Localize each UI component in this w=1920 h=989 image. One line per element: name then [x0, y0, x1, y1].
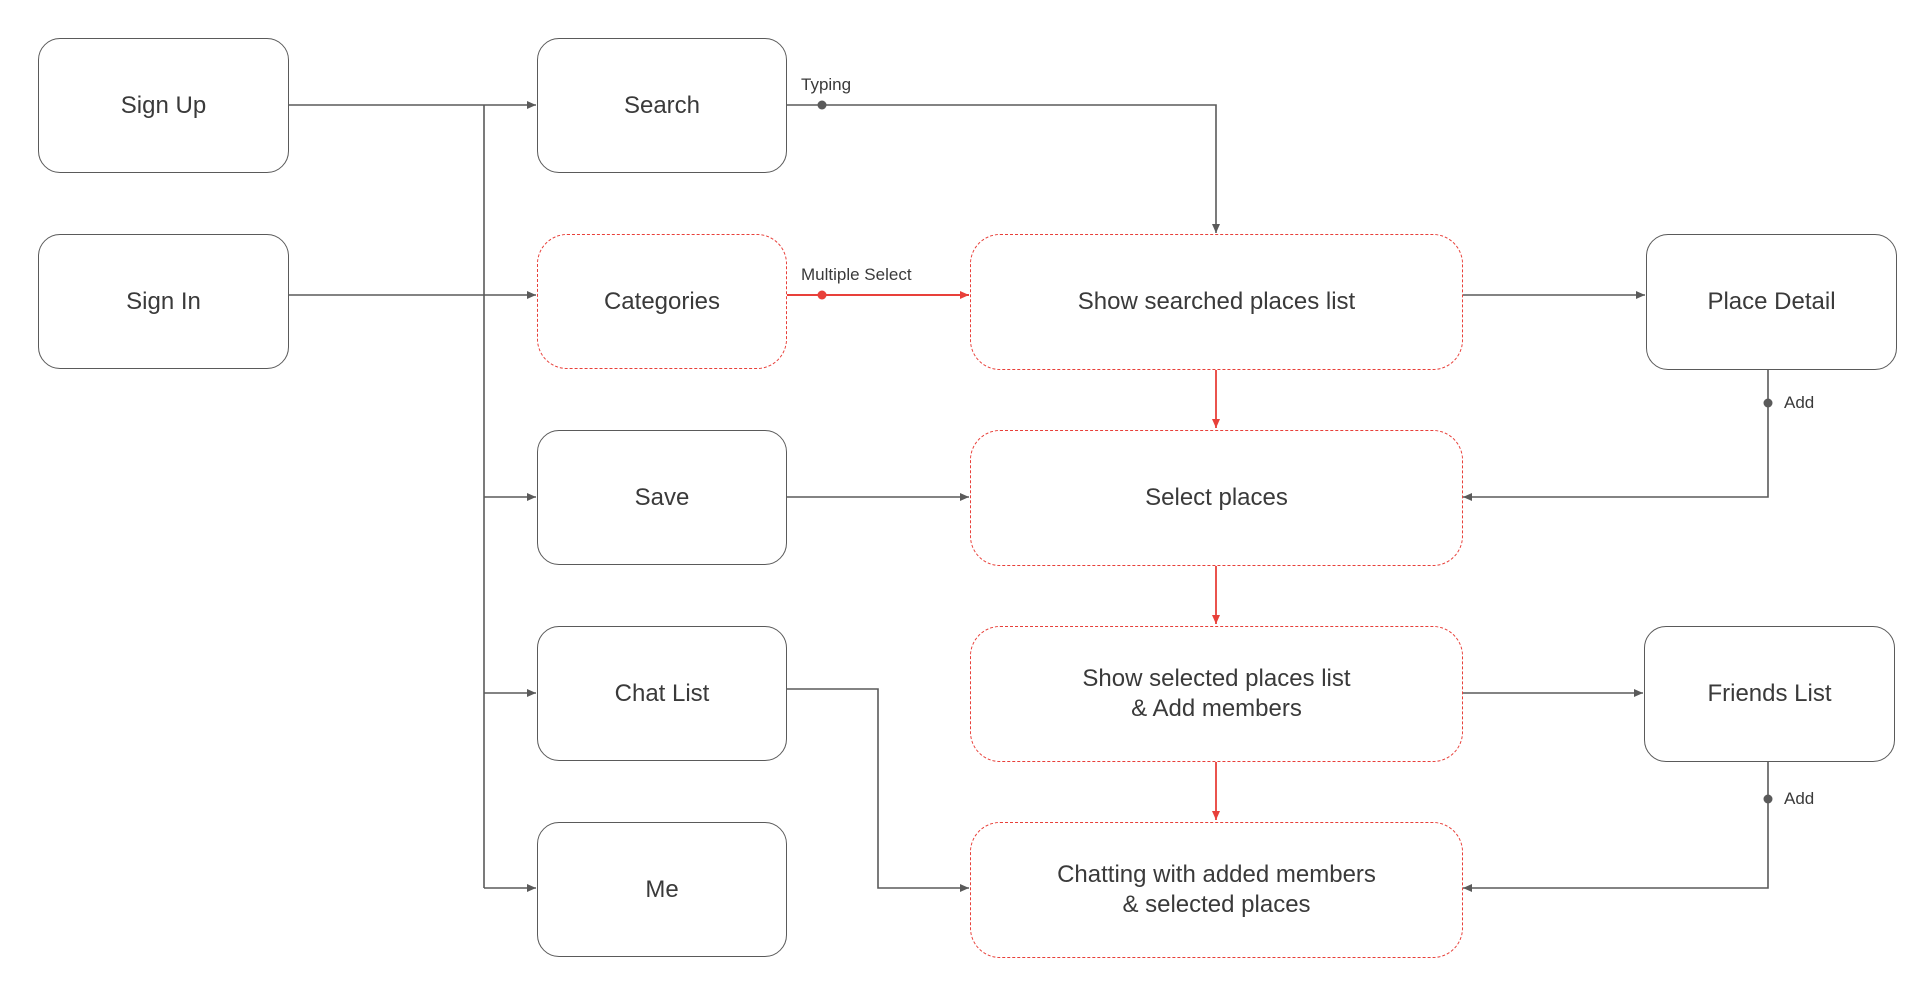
edge-friendslist-chatting — [1463, 762, 1769, 892]
node-chat-list-label: Chat List — [614, 679, 710, 707]
edge-label-add-friend: Add — [1784, 789, 1815, 808]
node-place-detail-label: Place Detail — [1707, 288, 1836, 315]
node-sign-up-label: Sign Up — [120, 91, 207, 119]
node-show-searched-places-label: Show searched places list — [1077, 288, 1356, 315]
node-select-places: Select places — [970, 430, 1463, 566]
node-show-searched-places: Show searched places list — [970, 234, 1463, 370]
node-show-selected-places: Show selected places list & Add members — [970, 626, 1463, 762]
multiple-select-dot — [817, 290, 827, 300]
node-save-label: Save — [634, 483, 690, 511]
node-me: Me — [537, 822, 787, 957]
node-chatting: Chatting with added members & selected p… — [970, 822, 1463, 958]
node-me-label: Me — [645, 875, 679, 903]
node-sign-up: Sign Up — [38, 38, 289, 173]
add-place-dot — [1763, 398, 1773, 408]
node-chatting-label: Chatting with added members & selected p… — [1057, 861, 1376, 918]
node-save: Save — [537, 430, 787, 565]
edge-label-add-place: Add — [1784, 393, 1815, 412]
node-sign-in-label: Sign In — [126, 287, 201, 315]
node-categories-label: Categories — [603, 287, 721, 315]
node-sign-in: Sign In — [38, 234, 289, 369]
edge-label-typing: Typing — [801, 75, 852, 94]
node-select-places-label: Select places — [1145, 484, 1288, 511]
node-search-label: Search — [623, 91, 701, 119]
node-friends-list: Friends List — [1644, 626, 1895, 762]
edge-search-showsearched — [787, 104, 1220, 233]
edge-placedetail-selectplaces — [1463, 370, 1769, 501]
node-show-selected-places-label: Show selected places list & Add members — [1082, 665, 1351, 722]
edge-label-multiple-select: Multiple Select — [801, 265, 912, 284]
node-place-detail: Place Detail — [1646, 234, 1897, 370]
node-chat-list: Chat List — [537, 626, 787, 761]
node-categories: Categories — [537, 234, 787, 369]
add-friend-dot — [1763, 794, 1773, 804]
typing-dot — [817, 100, 827, 110]
node-friends-list-label: Friends List — [1707, 680, 1832, 707]
node-search: Search — [537, 38, 787, 173]
edge-chatlist-chatting — [787, 688, 969, 892]
